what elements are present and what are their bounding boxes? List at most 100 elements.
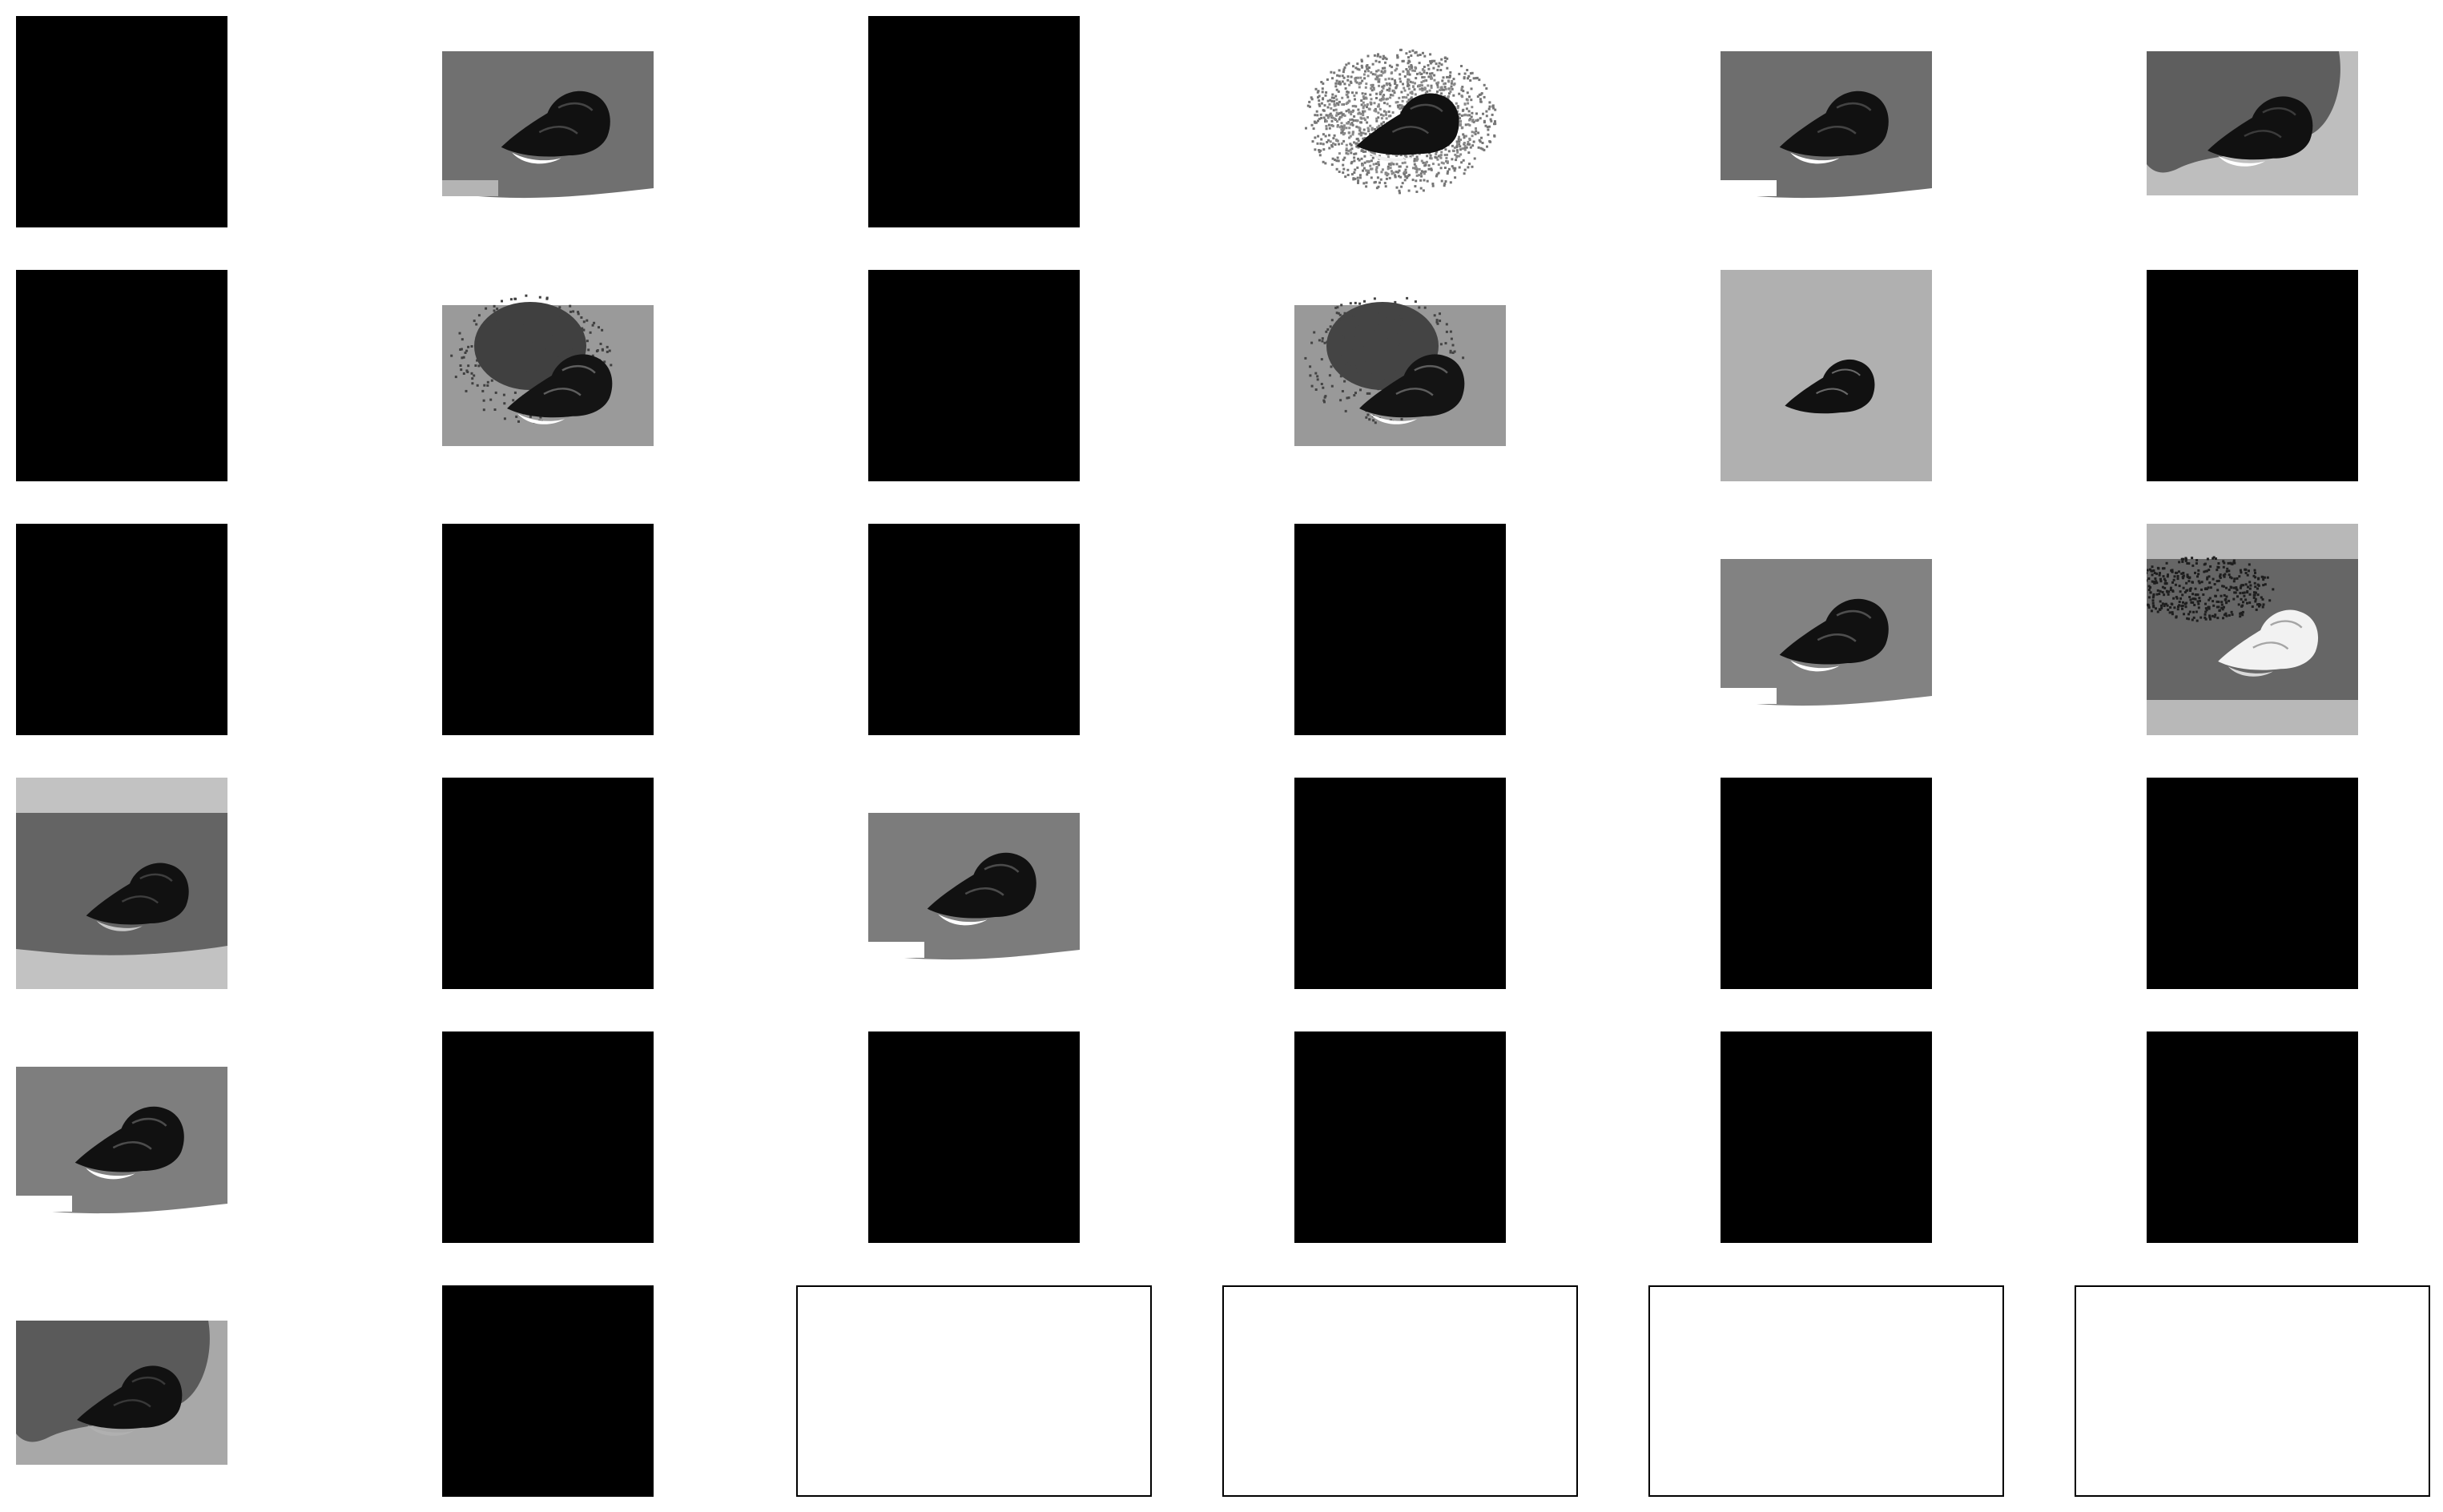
feature-map-image xyxy=(16,1031,227,1243)
skull-contour xyxy=(1816,368,1861,396)
jaw-highlight xyxy=(2218,155,2266,167)
skull-shape xyxy=(2218,609,2319,677)
jaw-highlight xyxy=(1790,660,1840,672)
skull-body xyxy=(1785,359,1875,414)
skull-shape xyxy=(77,1365,183,1436)
blank-feature-map xyxy=(868,270,1080,481)
feature-map-image xyxy=(442,16,654,227)
blank-feature-map xyxy=(2147,270,2358,481)
feature-map-image xyxy=(442,270,654,481)
skull-contour xyxy=(113,1377,166,1408)
jaw-highlight xyxy=(1793,410,1834,420)
jaw-highlight xyxy=(1366,151,1413,162)
skull-shape xyxy=(1779,598,1889,672)
blank-feature-map xyxy=(1294,1031,1506,1243)
speckle-cloud xyxy=(2147,556,2275,622)
blank-feature-map xyxy=(442,778,654,989)
feature-map-image xyxy=(1294,16,1506,227)
feature-map-image xyxy=(1721,524,1932,735)
jaw-highlight xyxy=(938,914,988,926)
blank-feature-map xyxy=(442,1285,654,1497)
skull-shape xyxy=(74,1106,184,1180)
skull-shape xyxy=(2208,96,2313,167)
feature-map-svg xyxy=(1721,16,1932,227)
blank-feature-map xyxy=(16,524,227,735)
skull-shape xyxy=(507,354,613,424)
feature-map-image xyxy=(1721,270,1932,481)
feature-map-svg xyxy=(868,778,1080,989)
skull-contour xyxy=(964,863,1020,896)
skull-body xyxy=(501,90,610,157)
blank-feature-map xyxy=(1294,778,1506,989)
empty-axes-frame xyxy=(1222,1285,1578,1497)
feature-map-image xyxy=(2147,524,2358,735)
feature-map-image xyxy=(868,778,1080,989)
skull-contour xyxy=(1817,609,1872,642)
mid-region xyxy=(2147,559,2358,700)
feature-map-svg xyxy=(2147,51,2358,195)
skull-shape xyxy=(1359,354,1465,424)
empty-axes-frame xyxy=(1648,1285,2004,1497)
skull-body xyxy=(927,852,1036,919)
feature-map-svg xyxy=(16,778,227,989)
skull-shape xyxy=(1356,93,1459,162)
blank-feature-map xyxy=(1294,524,1506,735)
skull-body xyxy=(77,1365,183,1430)
skull-contour xyxy=(121,873,173,904)
skull-contour xyxy=(112,1117,167,1150)
empty-axes-frame xyxy=(2075,1285,2430,1497)
blank-feature-map xyxy=(2147,778,2358,989)
jaw-highlight xyxy=(512,152,561,164)
skull-body xyxy=(1779,598,1889,665)
feature-map-image xyxy=(1721,16,1932,227)
jaw-highlight xyxy=(86,1168,135,1180)
feature-map-svg xyxy=(16,1031,227,1243)
skull-body xyxy=(1779,90,1889,157)
feature-map-svg xyxy=(16,1321,227,1465)
feature-map-image xyxy=(2147,16,2358,227)
lower-band xyxy=(1721,180,1777,196)
feature-map-svg xyxy=(1721,270,1932,481)
feature-map-image xyxy=(16,778,227,989)
blank-feature-map xyxy=(16,270,227,481)
feature-map-svg xyxy=(1721,524,1932,735)
feature-map-svg xyxy=(442,294,654,446)
blank-feature-map xyxy=(442,1031,654,1243)
jaw-highlight xyxy=(2228,666,2273,677)
skull-body xyxy=(1359,354,1465,418)
skull-contour xyxy=(1391,103,1443,135)
skull-contour xyxy=(2252,620,2303,650)
skull-shape xyxy=(1779,90,1889,164)
jaw-highlight xyxy=(1790,152,1840,164)
skull-contour xyxy=(1817,102,1872,135)
lower-band xyxy=(16,1196,72,1212)
feature-map-svg xyxy=(442,16,654,227)
skull-contour xyxy=(1395,365,1448,396)
blank-feature-map xyxy=(1721,778,1932,989)
skull-shape xyxy=(927,852,1036,926)
speckle-cloud xyxy=(1304,296,1465,424)
skull-body xyxy=(2208,96,2313,160)
blank-feature-map xyxy=(442,524,654,735)
skull-contour xyxy=(2244,107,2296,139)
blank-feature-map xyxy=(868,524,1080,735)
jaw-highlight xyxy=(96,920,143,931)
blank-feature-map xyxy=(2147,1031,2358,1243)
feature-map-svg xyxy=(1305,48,1497,195)
jaw-highlight xyxy=(87,1425,135,1436)
skull-shape xyxy=(86,863,189,931)
skull-body xyxy=(1356,93,1459,155)
lower-band xyxy=(868,942,924,958)
skull-body xyxy=(86,863,189,925)
skull-contour xyxy=(543,365,596,396)
skull-body xyxy=(74,1106,184,1172)
jaw-highlight xyxy=(1370,413,1418,424)
empty-axes-frame xyxy=(796,1285,1152,1497)
blank-feature-map xyxy=(16,16,227,227)
feature-map-image xyxy=(16,1285,227,1497)
blank-feature-map xyxy=(868,16,1080,227)
skull-body xyxy=(507,354,613,418)
blank-feature-map xyxy=(1721,1031,1932,1243)
feature-map-image xyxy=(1294,270,1506,481)
